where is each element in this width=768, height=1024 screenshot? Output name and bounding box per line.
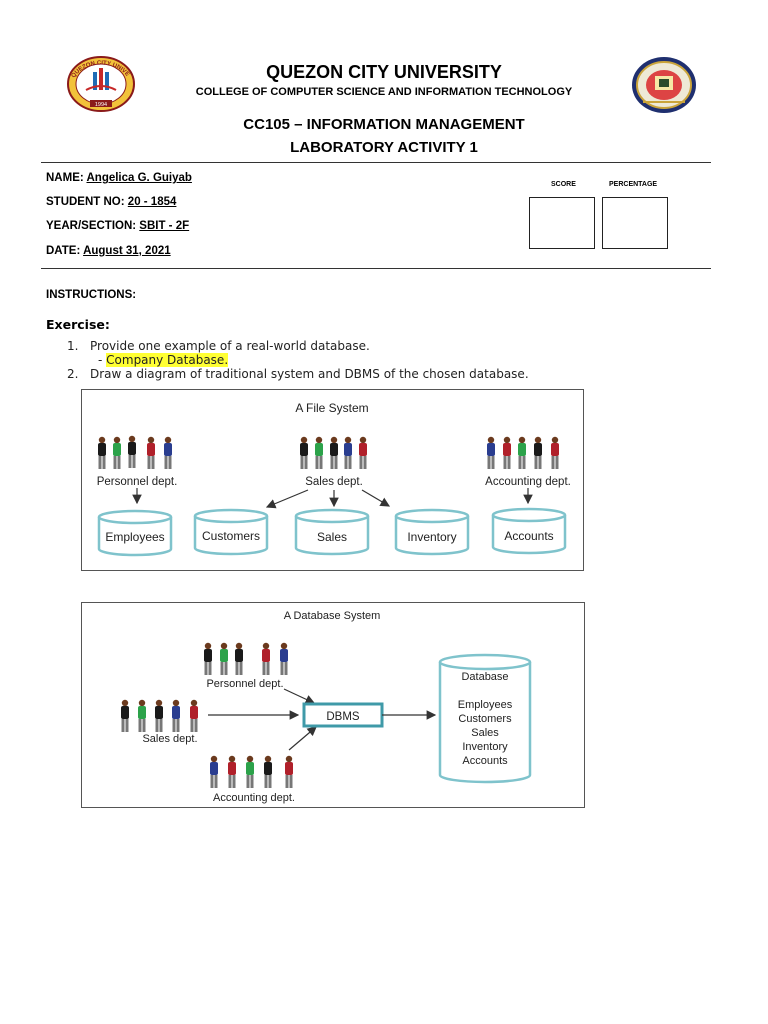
- section-value: SBIT - 2F: [139, 220, 189, 232]
- database-system-diagram: A Database System Personnel dept. Sales …: [81, 602, 585, 808]
- db-accounting-people-group: [210, 756, 293, 788]
- file-customers: Customers: [202, 529, 260, 543]
- name-value: Angelica G. Guiyab: [86, 172, 191, 184]
- student-no-label: STUDENT NO:: [46, 196, 125, 208]
- dbms-label: DBMS: [326, 711, 360, 723]
- answer-1: - Company Database.: [98, 353, 228, 367]
- answer-1-prefix: -: [98, 353, 106, 367]
- sales-people-group: [300, 437, 367, 469]
- university-name: QUEZON CITY UNIVERSITY: [0, 62, 768, 83]
- file-system-diagram: A File System Personnel dept. Sales dept…: [81, 389, 584, 571]
- student-no-field: STUDENT NO: 20 - 1854: [46, 196, 176, 208]
- db-item-employees: Employees: [458, 699, 513, 711]
- db-item-accounts: Accounts: [462, 755, 508, 767]
- divider-top: [41, 162, 711, 163]
- database-title: Database: [461, 671, 508, 683]
- file-inventory: Inventory: [407, 530, 456, 544]
- fs-personnel-label: Personnel dept.: [97, 476, 178, 488]
- date-field: DATE: August 31, 2021: [46, 245, 171, 257]
- database-system-title: A Database System: [284, 610, 381, 622]
- fs-accounting-label: Accounting dept.: [485, 476, 571, 488]
- divider-bottom: [41, 268, 711, 269]
- db-item-sales: Sales: [471, 727, 499, 739]
- student-no-value: 20 - 1854: [128, 196, 177, 208]
- question-1: Provide one example of a real-world data…: [90, 339, 370, 353]
- db-personnel-people-group: [204, 643, 288, 675]
- question-2-number: 2.: [67, 367, 78, 381]
- db-sales-label: Sales dept.: [142, 733, 197, 745]
- question-1-number: 1.: [67, 339, 78, 353]
- logo-year: 1994: [95, 102, 107, 108]
- db-sales-people-group: [121, 700, 198, 732]
- file-employees: Employees: [105, 530, 164, 544]
- name-field: NAME: Angelica G. Guiyab: [46, 172, 192, 184]
- course-title: CC105 – INFORMATION MANAGEMENT: [0, 116, 768, 133]
- question-2: Draw a diagram of traditional system and…: [90, 367, 529, 381]
- activity-title: LABORATORY ACTIVITY 1: [0, 139, 768, 156]
- answer-1-highlight: Company Database.: [106, 353, 228, 367]
- file-accounts: Accounts: [504, 529, 553, 543]
- db-item-inventory: Inventory: [462, 741, 508, 753]
- score-label: SCORE: [551, 181, 576, 188]
- score-box: [529, 197, 595, 249]
- file-sales: Sales: [317, 530, 347, 544]
- name-label: NAME:: [46, 172, 84, 184]
- instructions-heading: INSTRUCTIONS:: [46, 289, 136, 301]
- section-label: YEAR/SECTION:: [46, 220, 136, 232]
- date-value: August 31, 2021: [83, 245, 171, 257]
- section-field: YEAR/SECTION: SBIT - 2F: [46, 220, 189, 232]
- percentage-label: PERCENTAGE: [609, 181, 657, 188]
- accounting-people-group: [487, 437, 559, 469]
- db-personnel-label: Personnel dept.: [206, 678, 283, 690]
- db-accounting-label: Accounting dept.: [213, 792, 295, 804]
- personnel-people-group: [98, 436, 172, 469]
- exercise-heading: Exercise:: [46, 317, 110, 332]
- file-system-title: A File System: [295, 401, 368, 415]
- fs-sales-label: Sales dept.: [305, 476, 363, 488]
- college-name: COLLEGE OF COMPUTER SCIENCE AND INFORMAT…: [0, 86, 768, 98]
- db-item-customers: Customers: [458, 713, 512, 725]
- date-label: DATE:: [46, 245, 80, 257]
- percentage-box: [602, 197, 668, 249]
